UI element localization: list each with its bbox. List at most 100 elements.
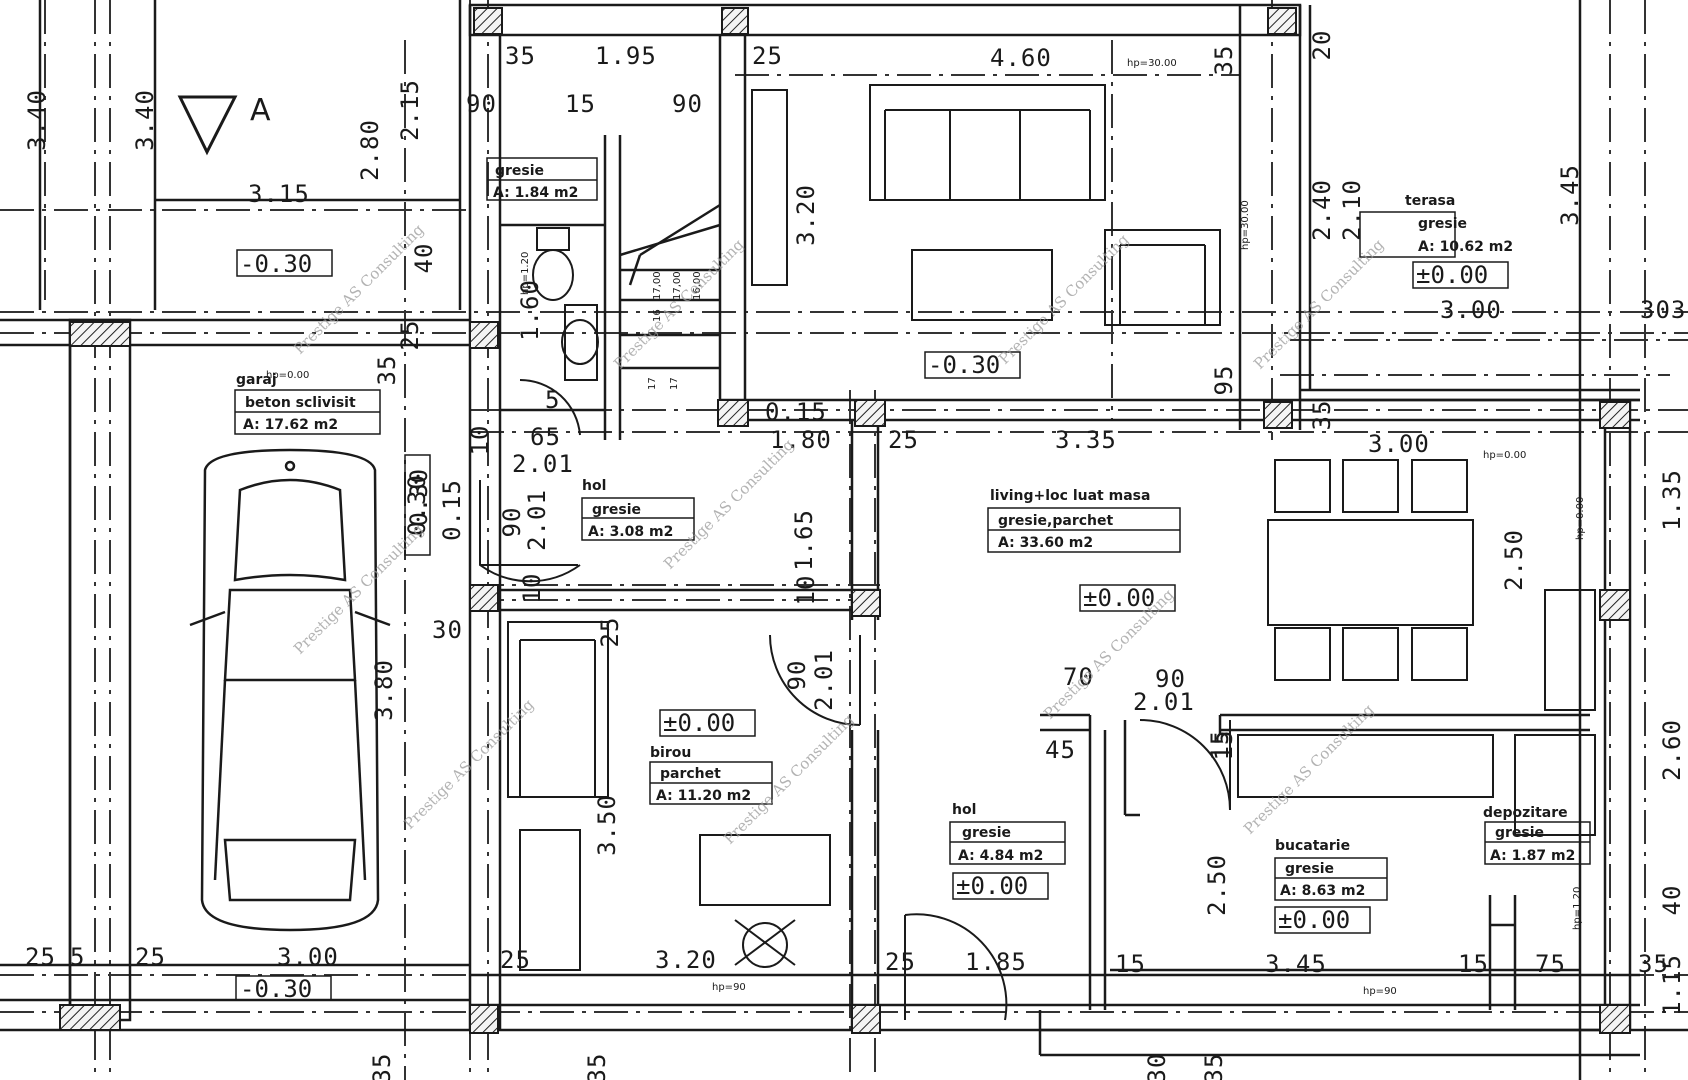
room-finish-living: gresie,parchet <box>998 513 1114 529</box>
dim-90c: 90 <box>498 507 526 538</box>
dim-90a: 90 <box>466 90 497 118</box>
dim-25h: 25 <box>885 948 916 976</box>
stair-riser-1: 17 <box>647 377 658 390</box>
dimension-labels: 3.40 3.40 2.80 2.15 3.15 40 25 35 35 1.9… <box>23 30 1686 1080</box>
dim-45: 45 <box>1045 736 1076 764</box>
hp-dep: hp=1.20 <box>1572 887 1583 930</box>
dim-015: 0.15 <box>765 398 827 426</box>
stair-tag-3: 16,00 <box>692 271 703 300</box>
room-finish-hol2: gresie <box>962 825 1011 841</box>
dim-65: 65 <box>530 423 561 451</box>
dim-250b: 2.50 <box>1203 854 1231 916</box>
dim-25g: 25 <box>500 946 531 974</box>
room-finish-terasa: gresie <box>1418 216 1467 232</box>
watermark: Prestige AS Consulting <box>610 235 748 373</box>
dim-300t: 3.00 <box>1440 296 1502 324</box>
sofa-top <box>869 84 1106 201</box>
room-name-hol2: hol <box>952 802 976 818</box>
dim-160: 1.60 <box>516 279 544 341</box>
room-labels: garaj hp=0.00 beton sclivisit A: 17.62 m… <box>234 157 1591 901</box>
dim-250a: 2.50 <box>1500 529 1528 591</box>
room-name-terasa: terasa <box>1405 193 1455 209</box>
room-finish-birou: parchet <box>660 766 721 782</box>
dim-300b: 3.00 <box>277 943 339 971</box>
room-hp-garaj: hp=0.00 <box>266 370 309 381</box>
dim-10: 10 <box>466 425 494 456</box>
room-name-hol1: hol <box>582 478 606 494</box>
dim-25d: 25 <box>596 617 624 648</box>
section-marker-a: A <box>177 93 271 156</box>
dim-35d: 35 <box>1308 400 1336 431</box>
dim-30: 30 <box>432 616 463 644</box>
level-boxes <box>235 211 1509 1001</box>
dim-15b: 15 <box>1210 730 1238 761</box>
dim-75: 75 <box>1535 950 1566 978</box>
dim-350: 3.50 <box>593 794 621 856</box>
dim-185: 1.85 <box>965 948 1027 976</box>
watermark: Prestige AS Consulting <box>1240 700 1378 838</box>
dim-35c: 35 <box>373 355 401 386</box>
level-ext-bottom: -0.30 <box>240 975 312 1003</box>
dim-95: 95 <box>1210 365 1238 396</box>
dim-5: 5 <box>545 386 560 414</box>
desk <box>699 834 831 906</box>
dim-320v: 3.20 <box>792 184 820 246</box>
dim-380: 3.80 <box>370 659 398 721</box>
dim-35g: 35 <box>583 1053 611 1080</box>
hp-living: hp=0.00 <box>1575 497 1586 540</box>
level-living-top: -0.30 <box>928 351 1000 379</box>
dim-340a: 3.40 <box>23 89 51 151</box>
stair-labels: 17 17 16 17,00 17,00 16,00 <box>647 271 703 390</box>
stair-tag-1: 17,00 <box>652 271 663 300</box>
room-area-living: A: 33.60 m2 <box>998 535 1093 551</box>
hp-hall: hp=1.20 <box>520 252 531 295</box>
room-finish-wc: gresie <box>495 163 544 179</box>
room-finish-bucatarie: gresie <box>1285 861 1334 877</box>
room-finish-depozitare: gresie <box>1495 825 1544 841</box>
dim-30b: 30 <box>1143 1053 1171 1080</box>
dim-90e: 90 <box>1155 665 1186 693</box>
dim-115: 1.15 <box>1658 954 1686 1016</box>
dim-15e: 15 <box>1206 730 1234 761</box>
dim-215: 2.15 <box>396 79 424 141</box>
dim-320b: 3.20 <box>655 946 717 974</box>
dim-260: 2.60 <box>1658 719 1686 781</box>
room-name-garaj: garaj <box>236 372 277 388</box>
room-area-hol2: A: 4.84 m2 <box>958 848 1043 864</box>
stair-tag-2: 17,00 <box>672 271 683 300</box>
dim-15a: 15 <box>565 90 596 118</box>
hp-bottom-1: hp=90 <box>712 982 746 993</box>
dim-300m: 3.00 <box>1368 430 1430 458</box>
dim-70: 70 <box>1063 663 1094 691</box>
dim-35a: 35 <box>505 42 536 70</box>
dim-460: 4.60 <box>990 44 1052 72</box>
dim-25f: 25 <box>135 943 166 971</box>
dim-015b: 0.15 <box>438 479 466 541</box>
dim-240: 2.40 <box>1308 179 1336 241</box>
room-area-garaj: A: 17.62 m2 <box>243 417 338 433</box>
watermark: Prestige AS Consulting <box>720 710 858 848</box>
dim-303: 303 <box>1640 296 1686 324</box>
room-area-hol1: A: 3.08 m2 <box>588 524 673 540</box>
stair-riser-3: 16 <box>652 309 663 322</box>
dim-5b: 5 <box>70 943 85 971</box>
dim-201c: 2.01 <box>810 649 838 711</box>
dim-10b: 10 <box>792 575 820 606</box>
dim-35f: 35 <box>368 1053 396 1080</box>
level-terasa: ±0.00 <box>1416 261 1488 289</box>
level-ext-top: -0.30 <box>240 250 312 278</box>
dim-20: 20 <box>1308 30 1336 61</box>
hp-right: hp=30.00 <box>1240 200 1251 250</box>
dim-135: 1.35 <box>1658 469 1686 531</box>
levels: -0.30 -0.30 -0.30 -0.30 ±0.00 ±0.00 ±0.0… <box>240 250 1488 1003</box>
room-area-terasa: A: 10.62 m2 <box>1418 239 1513 255</box>
watermark: Prestige AS Consulting <box>660 435 798 573</box>
dim-335: 3.35 <box>1055 426 1117 454</box>
dim-195: 1.95 <box>595 42 657 70</box>
dim-25b: 25 <box>396 320 424 351</box>
dim-15d: 15 <box>1458 950 1489 978</box>
dim-10c: 10 <box>518 573 546 604</box>
dim-201b: 2.01 <box>523 489 551 551</box>
